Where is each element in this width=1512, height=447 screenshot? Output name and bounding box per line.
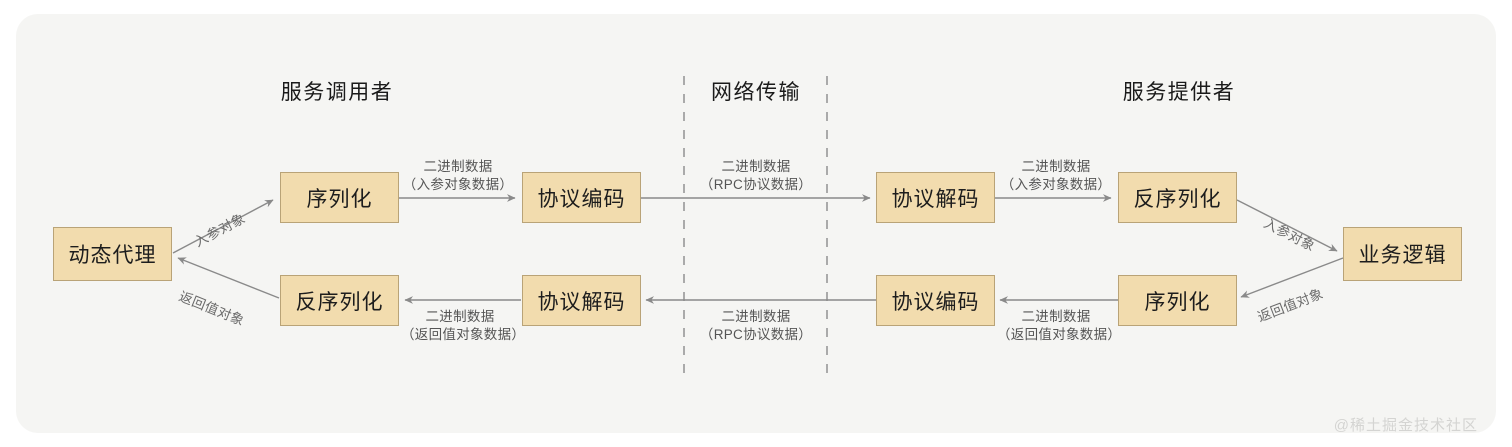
edge-label-line2: （入参对象数据） [1000,177,1112,192]
edge-label-line1: 二进制数据 [1021,159,1091,174]
node-serialize-consumer[interactable]: 序列化 [280,172,399,223]
edge-label-line1: 二进制数据 [721,159,791,174]
watermark: @稀土掘金技术社区 [1333,417,1478,434]
edge-label-line1: 二进制数据 [1021,309,1091,324]
node-dynamic-proxy[interactable]: 动态代理 [53,227,172,281]
edge-label-line2: （RPC协议数据） [699,177,813,192]
node-business-logic[interactable]: 业务逻辑 [1343,227,1462,281]
edge-label-line2: （返回值对象数据） [401,327,526,342]
edge-label-network-request: 二进制数据 （RPC协议数据） [697,158,815,194]
edge-label-decode-to-deserialize: 二进制数据 （入参对象数据） [997,158,1115,194]
section-title-consumer: 服务调用者 [280,81,394,104]
edge-label-decode-to-deserialize-consumer: 二进制数据 （返回值对象数据） [401,308,526,344]
edge-label-line2: （返回值对象数据） [997,327,1122,342]
node-protocol-decode-consumer[interactable]: 协议解码 [522,275,641,326]
node-protocol-encode-provider[interactable]: 协议编码 [876,275,995,326]
edge-label-line1: 二进制数据 [721,309,791,324]
node-deserialize-consumer[interactable]: 反序列化 [280,275,399,326]
edge-label-serialize-to-encode-provider: 二进制数据 （返回值对象数据） [997,308,1122,344]
edge-label-serialize-to-encode: 二进制数据 （入参对象数据） [399,158,517,194]
node-protocol-encode-consumer[interactable]: 协议编码 [522,172,641,223]
edge-label-line1: 二进制数据 [423,159,493,174]
edge-label-line2: （RPC协议数据） [699,327,813,342]
edge-label-line2: （入参对象数据） [402,177,514,192]
node-protocol-decode-provider[interactable]: 协议解码 [876,172,995,223]
node-deserialize-provider[interactable]: 反序列化 [1118,172,1237,223]
edge-label-line1: 二进制数据 [425,309,495,324]
section-title-network: 网络传输 [711,81,801,104]
node-serialize-provider[interactable]: 序列化 [1118,275,1237,326]
section-title-provider: 服务提供者 [1122,81,1236,104]
edge-label-network-response: 二进制数据 （RPC协议数据） [697,308,815,344]
